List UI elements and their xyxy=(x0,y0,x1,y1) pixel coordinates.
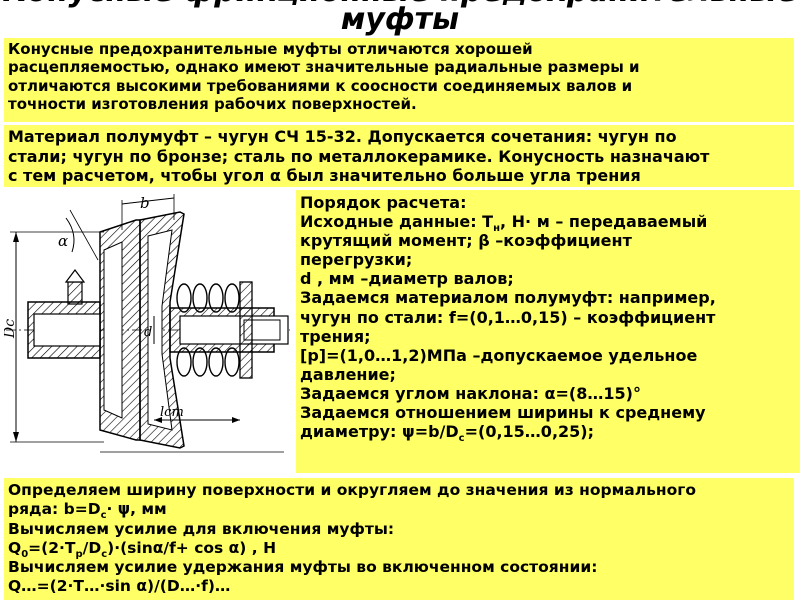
q0-d: )·(sinα/f+ cos α) , Н xyxy=(107,538,277,557)
calculation-procedure: Порядок расчета: Исходные данные: Тн, Н·… xyxy=(296,190,800,473)
material-line-1: Материал полумуфт – чугун СЧ 15-32. Допу… xyxy=(8,127,677,146)
intro-line-4: точности изготовления рабочих поверхност… xyxy=(8,94,417,113)
calc-ratio-sub: с xyxy=(458,433,465,445)
d-label: d xyxy=(144,325,152,340)
coupling-drawing: Dc d xyxy=(2,190,292,475)
calc-diameter-line: d , мм –диаметр валов; xyxy=(300,269,514,289)
intro-line-1: Конусные предохранительные муфты отличаю… xyxy=(8,40,533,58)
slide-title: Конусные фрикционные предохранительные м… xyxy=(3,0,798,37)
b-label: b xyxy=(140,194,150,212)
step-width-sub: с xyxy=(100,510,107,522)
q0-sub1: 0 xyxy=(21,548,29,560)
steps-paragraph: Определяем ширину поверхности и округляе… xyxy=(4,478,794,600)
intro-line-2: расцепляемостью, однако имеют значительн… xyxy=(8,58,640,77)
calc-source-line: Исходные данные: Тн, Н· м – передаваемый xyxy=(300,212,796,235)
calc-material-line-1: Задаемся материалом полумуфт: например, xyxy=(300,288,716,308)
calc-torque-line: крутящий момент; β –коэффициент xyxy=(300,231,632,251)
step-width-a: ряда: b=D xyxy=(8,500,101,519)
coupling-drawing-svg: Dc d xyxy=(2,194,290,453)
q0-c: /D xyxy=(82,538,102,557)
calc-heading: Порядок расчета: xyxy=(300,193,467,212)
lst-label: lст xyxy=(160,405,184,420)
calc-pressure-line-1: [p]=(1,0…1,2)МПа –допускаемое удельное xyxy=(300,345,698,365)
calc-friction-line: трения; xyxy=(300,326,371,346)
step-force-on-line: Вычисляем усилие для включения муфты: xyxy=(8,519,395,538)
calc-source-b: , Н· м – передаваемый xyxy=(500,212,708,232)
dc-label: Dc xyxy=(4,319,18,339)
intro-paragraph: Конусные предохранительные муфты отличаю… xyxy=(4,38,794,122)
q0-sub3: с xyxy=(101,548,108,560)
step-width-line-1: Определяем ширину поверхности и округляе… xyxy=(8,481,696,499)
calc-ratio-line-1: Задаемся отношением ширины к среднему xyxy=(300,403,706,423)
calc-overload-line: перегрузки; xyxy=(300,250,413,270)
material-line-3: с тем расчетом, чтобы угол α был значите… xyxy=(8,166,641,185)
calc-angle-line: Задаемся углом наклона: α=(8…15)° xyxy=(300,383,641,403)
q0-b: =(2·T xyxy=(28,538,76,557)
step-width-b: · ψ, мм xyxy=(106,500,167,519)
step-q0-formula: Q0=(2·Tр/Dс)·(sinα/f+ cos α) , Н xyxy=(8,538,790,560)
calc-source-a: Исходные данные: Т xyxy=(300,212,494,232)
step-width-line-2: ряда: b=Dс· ψ, мм xyxy=(8,500,790,522)
material-paragraph: Материал полумуфт – чугун СЧ 15-32. Допу… xyxy=(4,125,794,187)
q0-sub2: р xyxy=(75,548,83,560)
calc-source-sub: н xyxy=(493,223,501,235)
calc-ratio-a: диаметру: ψ=b/D xyxy=(300,422,459,442)
step-cut-line: Q…=(2·T…·sin α)/(D…·f)… xyxy=(8,577,231,596)
calc-material-line-2: чугун по стали: f=(0,1…0,15) – коэффицие… xyxy=(300,307,716,327)
calc-ratio-b: =(0,15…0,25); xyxy=(464,422,594,442)
calc-ratio-line-2: диаметру: ψ=b/Dс=(0,15…0,25); xyxy=(300,422,796,445)
step-force-hold-line: Вычисляем усилие удержания муфты во вклю… xyxy=(8,558,598,577)
calc-pressure-line-2: давление; xyxy=(300,364,396,384)
material-line-2: стали; чугун по бронзе; сталь по металло… xyxy=(8,146,710,166)
alpha-label: α xyxy=(58,232,68,250)
q0-a: Q xyxy=(8,538,22,557)
intro-line-3: отличаются высокими требованиями к соосн… xyxy=(8,76,633,95)
